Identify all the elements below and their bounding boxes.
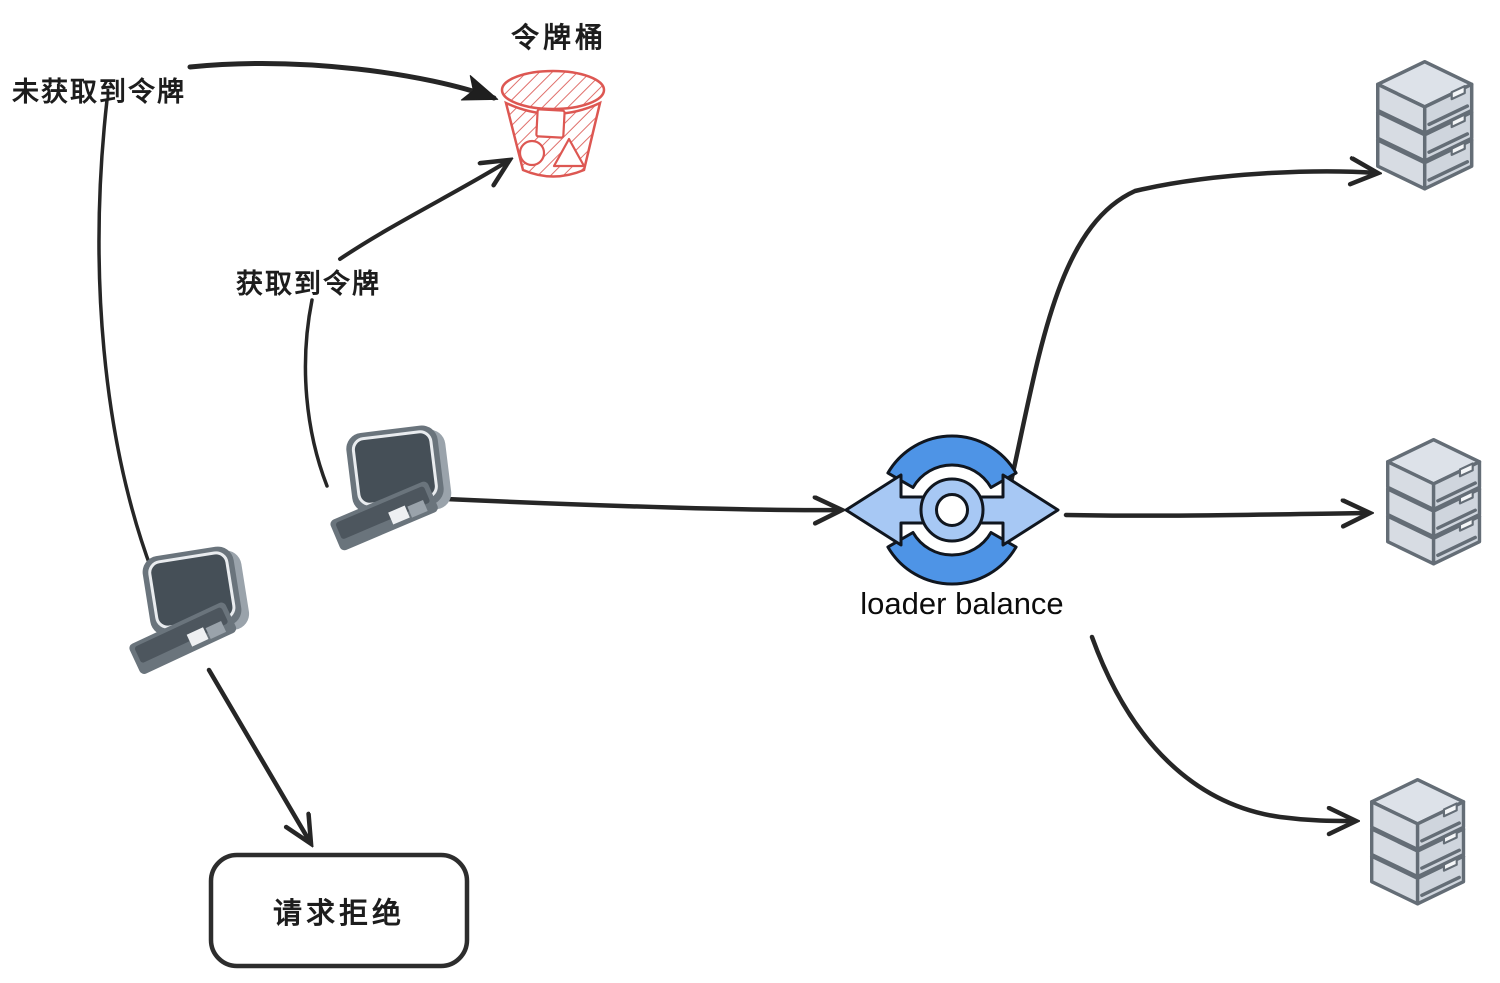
token-bucket-label: 令牌桶 [510, 22, 607, 53]
edge-no-token-to-bucket [187, 61, 499, 101]
edge-label-to-client1 [303, 298, 329, 488]
edge-client2-to-label [97, 98, 154, 573]
request-rejected-label: 请求拒绝 [272, 897, 405, 930]
token-bucket-icon [500, 69, 606, 178]
client-computer-with-token [317, 421, 459, 555]
lb-top-arc [886, 434, 1018, 489]
bucket-rim [500, 69, 606, 111]
got-token-label: 获取到令牌 [236, 269, 381, 299]
request-rejected-box [208, 852, 470, 969]
edges [97, 61, 1376, 842]
server-stack-top [1378, 62, 1472, 189]
bucket-token-circle [518, 139, 546, 167]
edge-client1-to-lb [443, 499, 840, 510]
client-computer-without-token [113, 541, 258, 679]
server-stack-bottom [1372, 780, 1464, 904]
lb-bottom-arc [886, 531, 1018, 586]
edge-lb-to-server-top [1008, 171, 1376, 485]
bucket-token-square [535, 108, 566, 139]
server-stack-middle [1388, 440, 1480, 564]
lb-ring-inner [935, 493, 969, 527]
edge-got-token-to-bucket [338, 161, 508, 261]
edge-lb-to-server-bottom [1089, 634, 1354, 821]
load-balancer-icon [844, 434, 1060, 586]
edge-client2-to-reject [206, 667, 310, 842]
no-token-label: 未获取到令牌 [12, 77, 186, 107]
edge-lb-to-server-middle [1063, 513, 1368, 516]
load-balancer-label: loader balance [860, 586, 1064, 621]
bucket-token-triangle [552, 137, 586, 168]
